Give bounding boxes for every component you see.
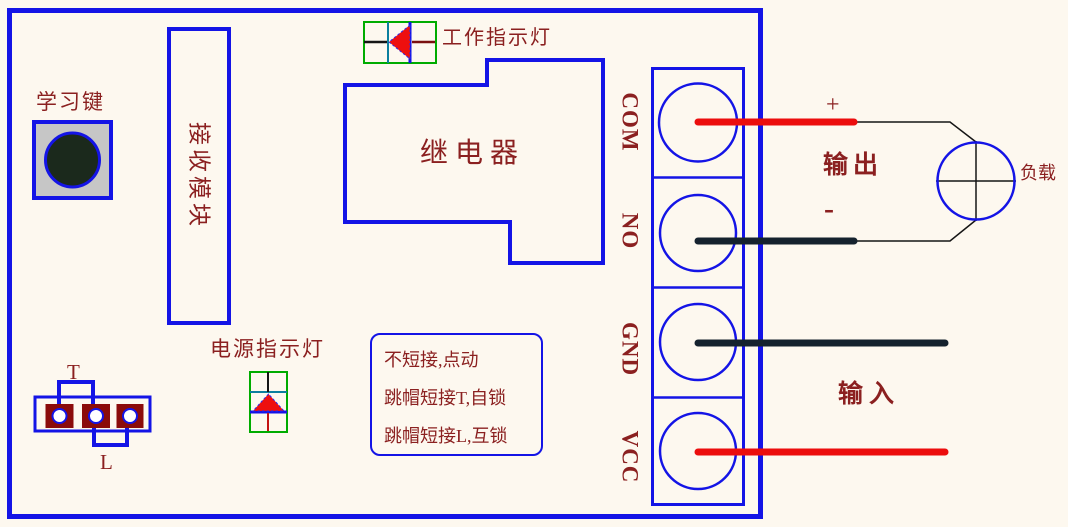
jumper-l-label: L — [100, 450, 113, 474]
load-circle-icon — [936, 141, 1016, 221]
learn-key-button — [32, 120, 113, 200]
output-connection-lines — [854, 121, 1016, 242]
work-led-label: 工作指示灯 — [442, 27, 552, 49]
board-outline — [7, 8, 763, 519]
note-line-1: 不短接,点动 — [384, 350, 479, 370]
terminal-label-no: NO — [617, 212, 643, 250]
learn-key-label: 学习键 — [36, 90, 105, 114]
output-minus-label: - — [824, 192, 834, 225]
jumper-header — [33, 380, 152, 447]
power-led-icon — [249, 371, 288, 433]
input-label: 输入 — [838, 381, 901, 408]
relay-outline — [343, 58, 605, 265]
power-led-label: 电源指示灯 — [210, 337, 325, 361]
note-line-2: 跳帽短接T,自锁 — [384, 388, 507, 408]
jumper-t-label: T — [67, 360, 80, 384]
output-plus-label: + — [826, 92, 840, 118]
jumper-bracket-l — [92, 422, 129, 447]
work-led-icon — [363, 21, 437, 64]
load-label: 负载 — [1020, 163, 1056, 183]
learn-key-cap-icon — [44, 131, 101, 189]
jumper-notes-box: 不短接,点动 跳帽短接T,自锁 跳帽短接L,互锁 — [370, 333, 543, 456]
terminal-label-com: COM — [617, 92, 643, 152]
receiver-module-label: 接收模块 — [186, 122, 212, 230]
terminal-circle-no — [658, 193, 738, 273]
terminal-label-gnd: GND — [617, 321, 643, 377]
note-line-3: 跳帽短接L,互锁 — [384, 426, 508, 446]
relay-label: 继电器 — [420, 138, 526, 169]
terminal-label-vcc: VCC — [617, 430, 643, 484]
receiver-module-box — [167, 27, 231, 325]
output-label: 输出 — [823, 152, 884, 179]
terminal-block — [651, 67, 745, 506]
